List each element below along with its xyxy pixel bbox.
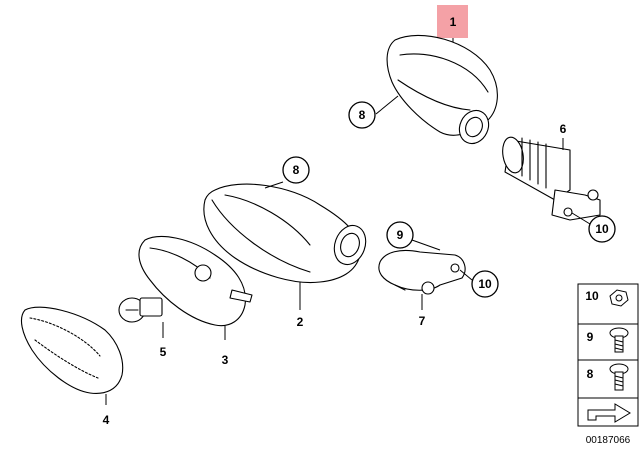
callout-7[interactable]: 7 [419,294,426,328]
bellows-holder [502,136,601,221]
callout-5-label: 5 [160,345,167,359]
callout-9[interactable]: 9 [386,221,441,251]
callout-5[interactable]: 5 [160,322,167,359]
callout-4[interactable]: 4 [103,394,110,427]
reference-number: 00187066 [586,435,631,446]
callout-1[interactable]: 1 [437,5,468,45]
callout-2-label: 2 [297,315,304,329]
fastener-legend: 10 9 8 [577,283,639,427]
bracket [378,249,466,295]
callout-2[interactable]: 2 [297,282,304,329]
lens [20,306,124,394]
callout-6-label: 6 [560,122,567,136]
nut-icon [609,289,629,307]
callout-1-label: 1 [450,15,457,29]
callout-1-highlight [437,5,468,38]
turn-signal-housing-upper [386,34,498,145]
callout-9-label: 9 [397,228,404,242]
arrow-icon [587,403,631,423]
callout-10-upper-label: 10 [595,222,609,236]
callout-8-upper-label: 8 [359,108,366,122]
bulb [118,297,163,323]
legend-number-9: 9 [587,330,594,344]
callout-10-lower-label: 10 [478,277,492,291]
screw-icon-2 [609,363,629,391]
callout-10-lower[interactable]: 10 [459,269,499,298]
callout-6[interactable]: 6 [560,122,567,150]
lamp-socket [138,236,253,327]
callout-3-label: 3 [222,353,229,367]
callout-4-label: 4 [103,413,110,427]
callout-7-label: 7 [419,314,426,328]
callout-3[interactable]: 3 [222,326,229,367]
legend-number-8: 8 [587,367,594,381]
legend-number-10: 10 [585,289,599,303]
callout-8-upper[interactable]: 8 [348,95,399,129]
callout-8-lower[interactable]: 8 [264,156,310,189]
turn-signal-housing [203,183,367,284]
callout-8-lower-label: 8 [293,163,300,177]
screw-icon [609,327,629,353]
callout-10-upper[interactable]: 10 [571,212,616,243]
